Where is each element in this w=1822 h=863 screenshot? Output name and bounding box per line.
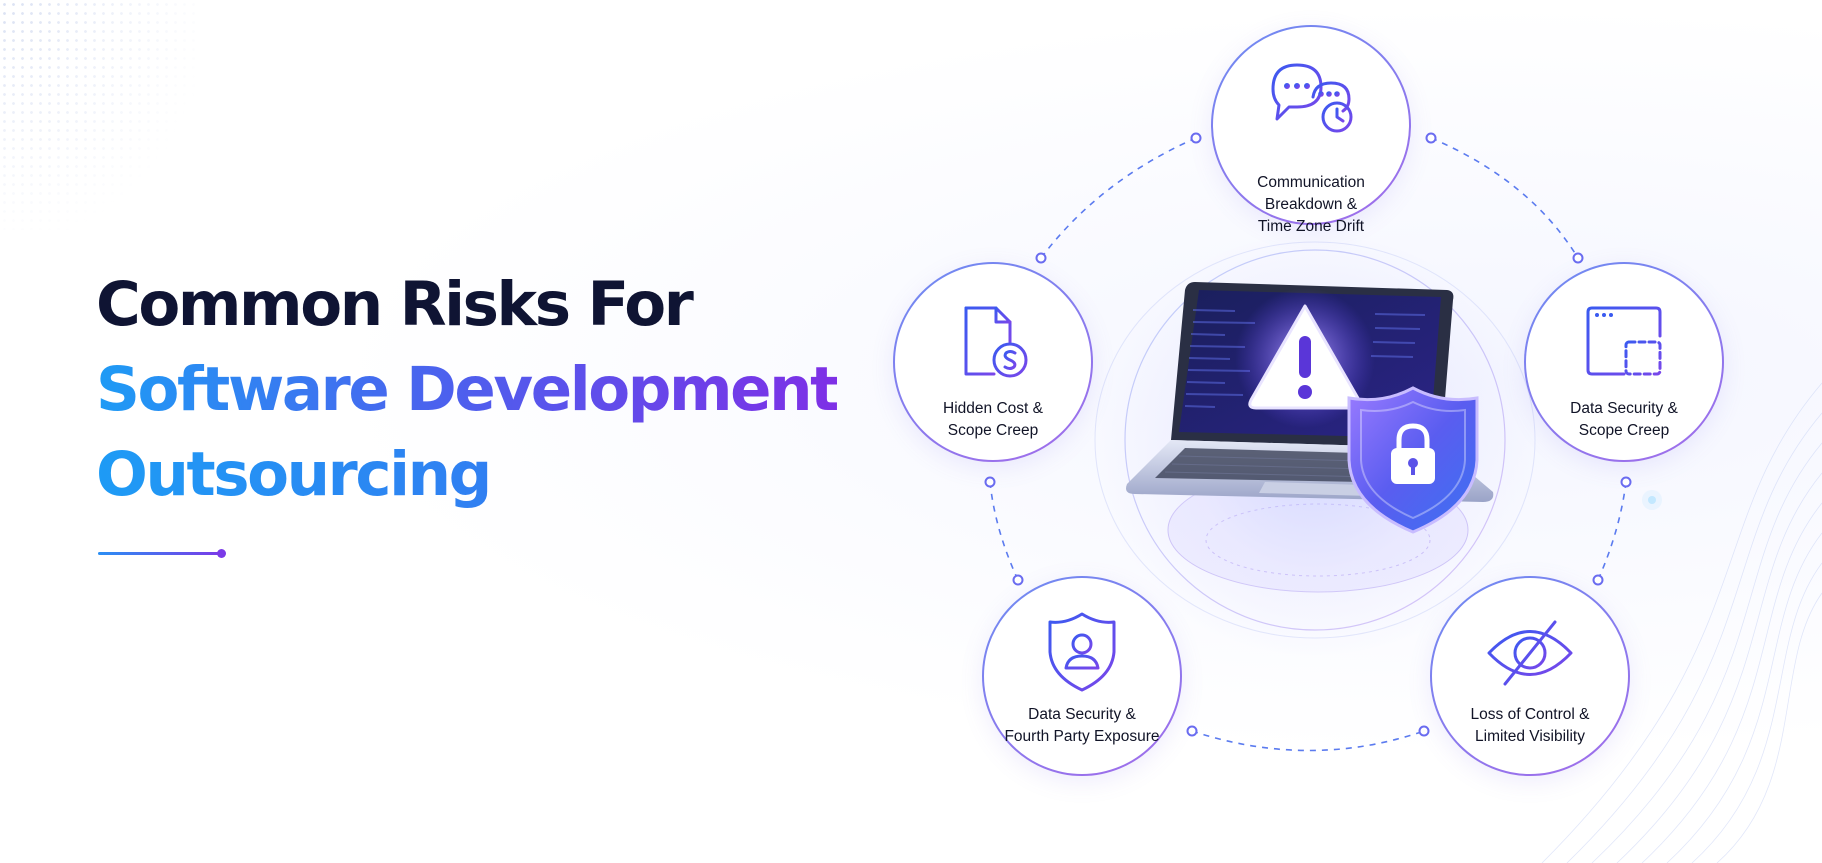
risk-node-communication: Communication Breakdown & Time Zone Drif… — [1211, 25, 1411, 235]
document-dollar-icon — [964, 306, 1028, 378]
risk-label: Data Security & Scope Creep — [1570, 400, 1678, 439]
decorative-dots — [0, 0, 200, 230]
risk-node-fourth-party: Data Security & Fourth Party Exposure — [982, 576, 1182, 776]
title-line-3: Outsourcing — [96, 432, 837, 517]
title-underline — [98, 549, 226, 558]
decorative-waves — [1541, 382, 1822, 863]
risk-node-hidden-cost: Hidden Cost & Scope Creep — [893, 262, 1093, 462]
risk-node-loss-of-control: Loss of Control & Limited Visibility — [1430, 576, 1630, 776]
risk-label: Loss of Control & Limited Visibility — [1470, 706, 1590, 745]
risk-node-data-security-scope: Data Security & Scope Creep — [1524, 262, 1724, 462]
title-line-2: Software Development — [96, 347, 839, 432]
shield-user-icon — [1048, 612, 1116, 692]
eye-slash-icon — [1487, 620, 1573, 686]
underline-dot — [217, 549, 226, 558]
center-illustration — [1126, 282, 1494, 534]
browser-window-icon — [1586, 306, 1662, 376]
risk-label: Communication Breakdown & Time Zone Drif… — [1257, 174, 1365, 235]
shield-lock-icon — [1347, 386, 1479, 534]
risk-label: Data Security & Fourth Party Exposure — [1004, 706, 1160, 745]
chat-clock-icon — [1271, 63, 1353, 133]
title-line-1: Common Risks For — [96, 269, 694, 340]
page-title: Common Risks For Software Development Ou… — [96, 262, 839, 517]
risk-label: Hidden Cost & Scope Creep — [943, 400, 1043, 439]
